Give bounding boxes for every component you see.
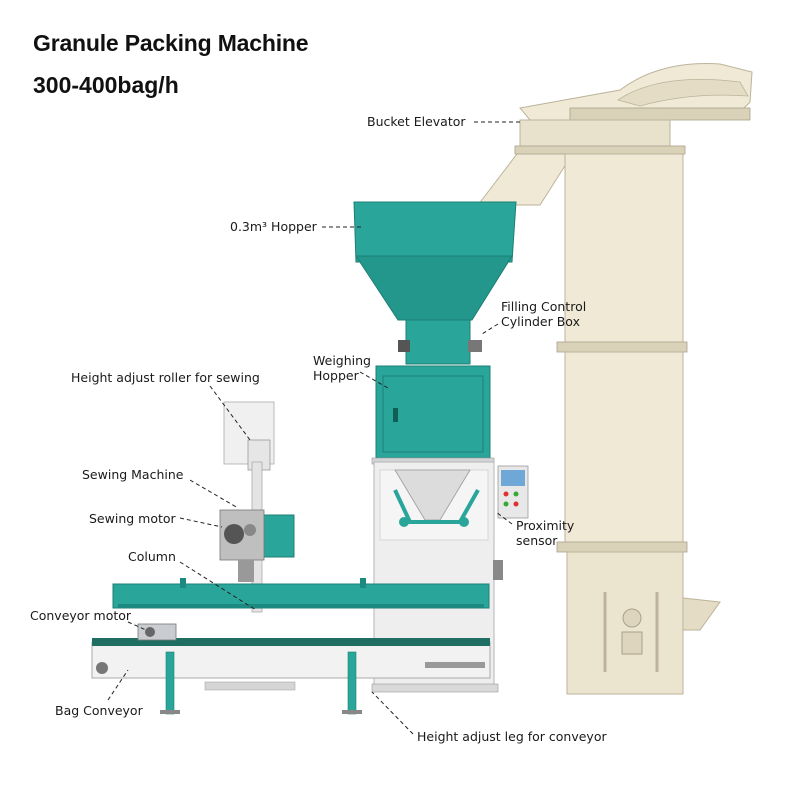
leader-lines: [107, 121, 522, 735]
weighing-hopper-box: [371, 365, 495, 465]
capacity-subtitle: 300-400bag/h: [33, 72, 179, 98]
label-hopper: 0.3m³ Hopper: [230, 219, 317, 234]
conveyor-assembly: [91, 578, 491, 715]
label-sewing-motor: Sewing motor: [89, 511, 176, 526]
sewing-unit: [219, 401, 295, 613]
label-height-adjust-leg: Height adjust leg for conveyor: [417, 729, 607, 744]
label-height-adjust-roller: Height adjust roller for sewing: [71, 370, 260, 385]
bucket-elevator: [476, 63, 753, 695]
label-filling-control-cylinder-box: Filling Control Cylinder Box: [501, 299, 587, 329]
label-proximity-sensor: Proximity sensor: [516, 518, 575, 548]
diagram-title: Granule Packing Machine: [33, 30, 309, 56]
label-sewing-machine: Sewing Machine: [82, 467, 184, 482]
label-weighing-hopper: Weighing Hopper: [313, 353, 371, 383]
label-column: Column: [128, 549, 176, 564]
feed-hopper: [353, 201, 517, 365]
label-bag-conveyor: Bag Conveyor: [55, 703, 143, 718]
label-bucket-elevator: Bucket Elevator: [367, 114, 466, 129]
label-conveyor-motor: Conveyor motor: [30, 608, 132, 623]
